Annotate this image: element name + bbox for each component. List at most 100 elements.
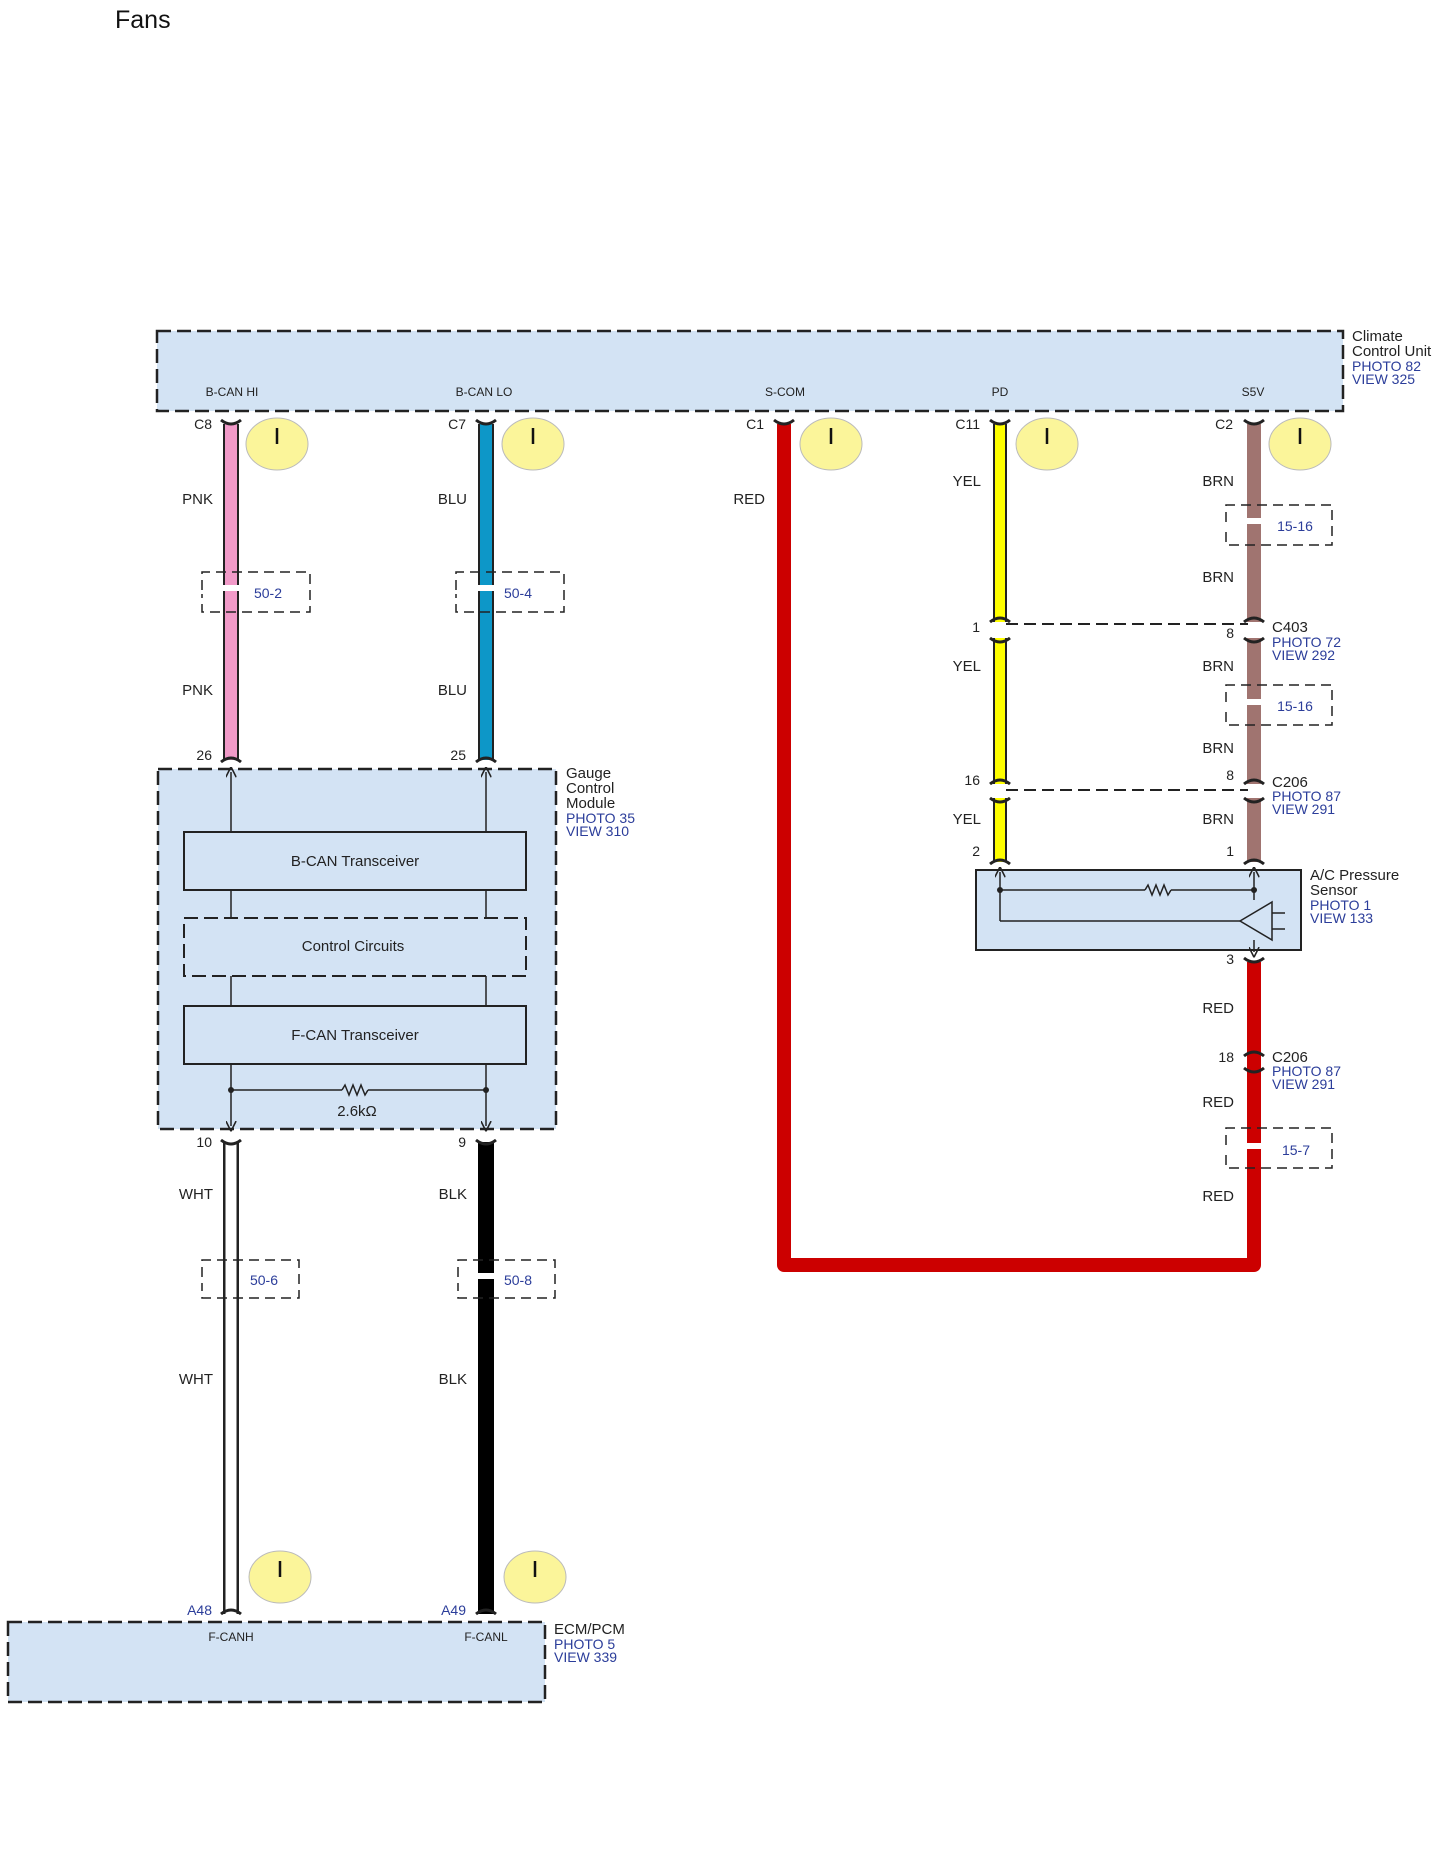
ccu-photo: PHOTO 82 bbox=[1352, 358, 1421, 374]
pin-c403-1: 1 bbox=[972, 619, 980, 635]
indicator-icon bbox=[245, 417, 309, 471]
c403-photo: PHOTO 72 bbox=[1272, 634, 1341, 650]
pin-c2: C2 bbox=[1215, 416, 1233, 432]
wire-label-brn: BRN bbox=[1202, 473, 1234, 490]
wire-red bbox=[777, 424, 1261, 1272]
cross-ref-label: 50-8 bbox=[504, 1272, 532, 1288]
cross-ref-15-16[interactable]: 15-16 bbox=[1225, 684, 1333, 726]
pin-c1: C1 bbox=[746, 416, 764, 432]
cross-ref-label: 50-6 bbox=[250, 1272, 278, 1288]
pin-sensor-1: 1 bbox=[1226, 843, 1234, 859]
terminal-f-canh: F-CANH bbox=[208, 1630, 253, 1644]
pin-25: 25 bbox=[450, 747, 466, 763]
cross-ref-15-16[interactable]: 15-16 bbox=[1225, 504, 1333, 546]
wire-label-yel: YEL bbox=[953, 658, 981, 675]
indicator-icon bbox=[501, 417, 565, 471]
pin-c206-8: 8 bbox=[1226, 767, 1234, 783]
gcm-name-line1: Gauge bbox=[566, 765, 611, 782]
wire-label-blk: BLK bbox=[439, 1371, 467, 1388]
wire-label-blu: BLU bbox=[438, 682, 467, 699]
cross-ref-label: 50-2 bbox=[254, 585, 282, 601]
terminal-b-can-lo: B-CAN LO bbox=[456, 385, 513, 399]
wire-label-blu: BLU bbox=[438, 491, 467, 508]
wire-label-wht: WHT bbox=[179, 1371, 213, 1388]
pin-sensor-3: 3 bbox=[1226, 951, 1234, 967]
cross-ref-label: 50-4 bbox=[504, 585, 532, 601]
sensor-internal-circuit bbox=[1000, 872, 1285, 952]
cross-ref-50-8[interactable]: 50-8 bbox=[457, 1259, 556, 1299]
ac-pressure-sensor-box bbox=[975, 869, 1302, 951]
pin-10: 10 bbox=[196, 1134, 212, 1150]
terminal-f-canl: F-CANL bbox=[464, 1630, 508, 1644]
terminal-pd: PD bbox=[992, 385, 1009, 399]
ccu-name-line2: Control Unit bbox=[1352, 343, 1432, 360]
c206-photo: PHOTO 87 bbox=[1272, 788, 1341, 804]
pin-c206-16: 16 bbox=[964, 772, 980, 788]
cross-ref-label: 15-16 bbox=[1277, 698, 1313, 714]
ecm-name: ECM/PCM bbox=[554, 1621, 625, 1638]
c206-name: C206 bbox=[1272, 1049, 1308, 1066]
pin-26: 26 bbox=[196, 747, 212, 763]
wire-label-blk: BLK bbox=[439, 1186, 467, 1203]
gcm-name-line3: Module bbox=[566, 795, 615, 812]
terminal-caps bbox=[220, 418, 1265, 1616]
sensor-name-line1: A/C Pressure bbox=[1310, 867, 1399, 884]
cross-ref-label: 15-7 bbox=[1282, 1142, 1310, 1158]
wire-label-brn: BRN bbox=[1202, 658, 1234, 675]
c206-view: VIEW 291 bbox=[1272, 801, 1335, 817]
ccu-view: VIEW 325 bbox=[1352, 371, 1415, 387]
wire-label-red: RED bbox=[1202, 1094, 1234, 1111]
resistor-value: 2.6kΩ bbox=[337, 1103, 377, 1120]
pin-c11: C11 bbox=[955, 416, 980, 432]
wire-label-pnk: PNK bbox=[182, 491, 213, 508]
wire-label-brn: BRN bbox=[1202, 740, 1234, 757]
f-can-transceiver-label: F-CAN Transceiver bbox=[291, 1027, 419, 1044]
indicator-icons bbox=[245, 417, 1332, 1604]
climate-control-unit-box bbox=[155, 329, 1345, 413]
ccu-name-line1: Climate bbox=[1352, 328, 1403, 345]
pin-c206-18: 18 bbox=[1218, 1049, 1234, 1065]
indicator-icon bbox=[1268, 417, 1332, 471]
wire-label-yel: YEL bbox=[953, 811, 981, 828]
indicator-icon bbox=[503, 1550, 567, 1604]
control-circuits bbox=[183, 917, 527, 977]
ecm-pcm-box bbox=[6, 1620, 547, 1704]
c206-photo: PHOTO 87 bbox=[1272, 1063, 1341, 1079]
gcm-view: VIEW 310 bbox=[566, 823, 629, 839]
pin-a48: A48 bbox=[187, 1602, 212, 1618]
wire-label-yel: YEL bbox=[953, 473, 981, 490]
cross-ref-15-7[interactable]: 15-7 bbox=[1225, 1127, 1333, 1169]
f-can-transceiver bbox=[183, 1005, 527, 1065]
indicator-icon bbox=[248, 1550, 312, 1604]
wire-label-brn: BRN bbox=[1202, 811, 1234, 828]
sensor-name-line2: Sensor bbox=[1310, 882, 1358, 899]
gcm-photo: PHOTO 35 bbox=[566, 810, 635, 826]
c403-name: C403 bbox=[1272, 619, 1308, 636]
c206-view: VIEW 291 bbox=[1272, 1076, 1335, 1092]
wire-label-red: RED bbox=[733, 491, 765, 508]
terminal-s-com: S-COM bbox=[765, 385, 805, 399]
sensor-photo: PHOTO 1 bbox=[1310, 897, 1371, 913]
page-title: Fans bbox=[115, 6, 171, 34]
wire-label-red: RED bbox=[1202, 1000, 1234, 1017]
c403-view: VIEW 292 bbox=[1272, 647, 1335, 663]
pin-sensor-2: 2 bbox=[972, 843, 980, 859]
cross-ref-50-4[interactable]: 50-4 bbox=[455, 571, 565, 613]
control-circuits-label: Control Circuits bbox=[302, 938, 405, 955]
pin-a49: A49 bbox=[441, 1602, 466, 1618]
indicator-icon bbox=[1015, 417, 1079, 471]
pin-c403-8: 8 bbox=[1226, 625, 1234, 641]
wire-label-pnk: PNK bbox=[182, 682, 213, 699]
b-can-transceiver bbox=[183, 831, 527, 891]
gcm-internal-lines bbox=[231, 772, 486, 1126]
terminal-s5v: S5V bbox=[1242, 385, 1265, 399]
gcm-name-line2: Control bbox=[566, 780, 614, 797]
terminal-b-can-hi: B-CAN HI bbox=[206, 385, 259, 399]
sensor-view: VIEW 133 bbox=[1310, 910, 1373, 926]
pin-c7: C7 bbox=[448, 416, 466, 432]
pin-c8: C8 bbox=[194, 416, 212, 432]
cross-ref-50-2[interactable]: 50-2 bbox=[201, 571, 311, 613]
cross-ref-50-6[interactable]: 50-6 bbox=[201, 1259, 300, 1299]
cross-ref-label: 15-16 bbox=[1277, 518, 1313, 534]
